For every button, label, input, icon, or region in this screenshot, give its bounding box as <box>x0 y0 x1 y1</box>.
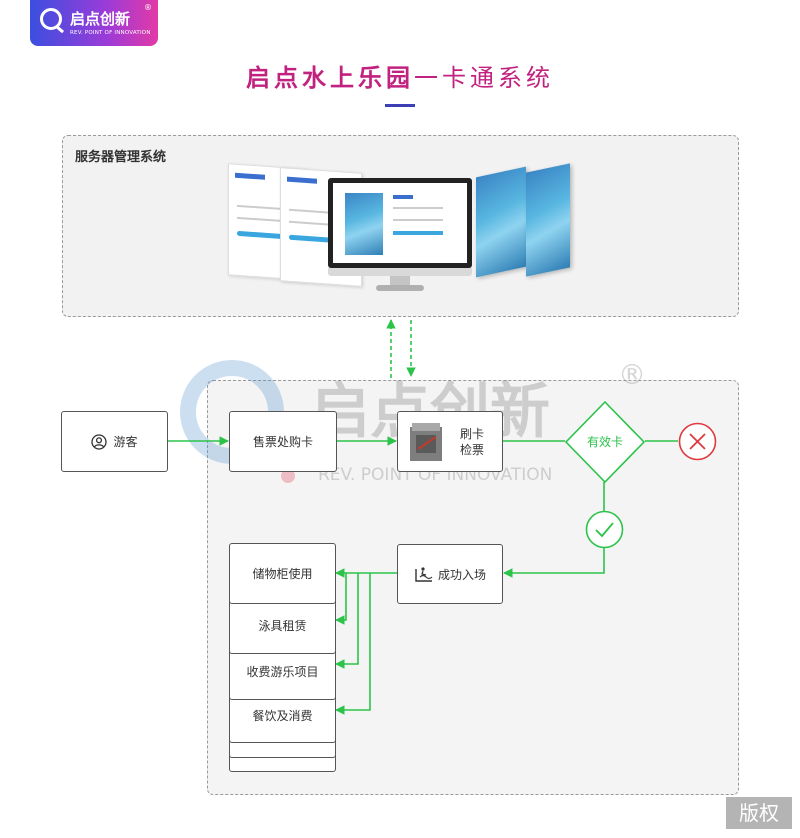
logo-q-icon <box>40 8 62 30</box>
pool-entry-icon <box>415 567 433 582</box>
swim-gear-node: 泳具租赁 <box>229 597 336 654</box>
brand-logo: 启点创新 ® REV. POINT OF INNOVATION <box>30 0 158 46</box>
logo-subtitle: REV. POINT OF INNOVATION <box>70 30 151 36</box>
locker-label: 储物柜使用 <box>252 567 313 581</box>
page-title-main: 启点水上乐园 <box>246 64 414 92</box>
monitor-icon <box>328 178 472 294</box>
reject-x-icon <box>678 422 717 461</box>
check-label: 检票 <box>460 442 485 457</box>
locker-node: 储物柜使用 <box>229 543 336 604</box>
entry-success-label: 成功入场 <box>437 567 486 582</box>
server-illustration <box>220 160 580 300</box>
visitor-label: 游客 <box>113 435 138 449</box>
page-title-suffix: 一卡通系统 <box>414 64 554 92</box>
dining-label: 餐饮及消费 <box>252 709 313 723</box>
title-underline <box>385 104 415 107</box>
valid-card-decision: 有效卡 <box>565 401 645 483</box>
logo-name: 启点创新 <box>70 10 131 28</box>
watermark-registered-mark: ® <box>618 358 646 391</box>
valid-card-label: 有效卡 <box>587 434 623 449</box>
arrow-entry-to-dining <box>335 573 371 715</box>
check-icon <box>585 510 624 549</box>
copyright-badge: 版权 <box>726 797 792 829</box>
page-title: 启点水上乐园一卡通系统 <box>0 58 800 93</box>
ticket-sale-label: 售票处购卡 <box>252 435 313 449</box>
arrow-check-to-entry <box>503 546 605 578</box>
paid-rides-label: 收费游乐项目 <box>246 665 319 679</box>
arrow-entry-to-rides <box>335 573 359 669</box>
arrow-entry-to-swimgear <box>335 573 347 625</box>
ticket-sale-node: 售票处购卡 <box>229 411 337 472</box>
server-management-label: 服务器管理系统 <box>75 150 167 165</box>
swipe-label: 刷卡 <box>460 426 485 441</box>
entry-success-node: 成功入场 <box>397 544 503 604</box>
logo-registered-mark: ® <box>144 3 152 12</box>
swipe-check-node: 刷卡 检票 <box>397 411 503 472</box>
visitor-node: 游客 <box>61 411 168 472</box>
user-icon <box>91 433 108 450</box>
swim-gear-label: 泳具租赁 <box>258 619 307 633</box>
turnstile-icon <box>410 422 442 461</box>
